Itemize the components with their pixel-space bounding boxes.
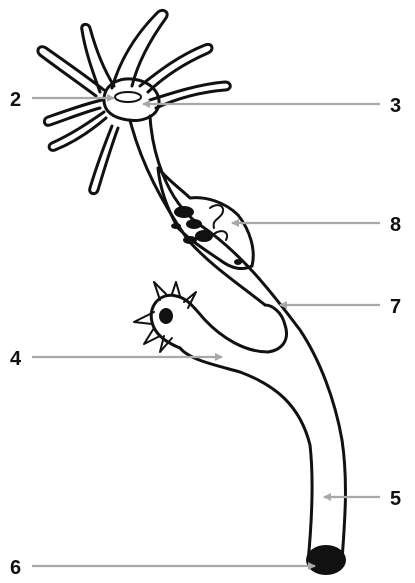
label-7: 7	[390, 296, 401, 318]
gastric-cavity	[158, 168, 253, 268]
basal-disc	[306, 545, 346, 575]
bud-mouth	[159, 308, 173, 324]
label-2: 2	[10, 89, 21, 111]
label-6: 6	[10, 557, 21, 579]
mouth	[115, 92, 141, 102]
label-5: 5	[390, 488, 401, 510]
prey-contents	[171, 205, 242, 265]
label-8: 8	[390, 214, 401, 236]
body-column	[150, 116, 345, 560]
label-4: 4	[10, 348, 22, 370]
leader-lines	[32, 98, 380, 566]
label-3: 3	[390, 95, 401, 117]
bud	[151, 295, 286, 352]
